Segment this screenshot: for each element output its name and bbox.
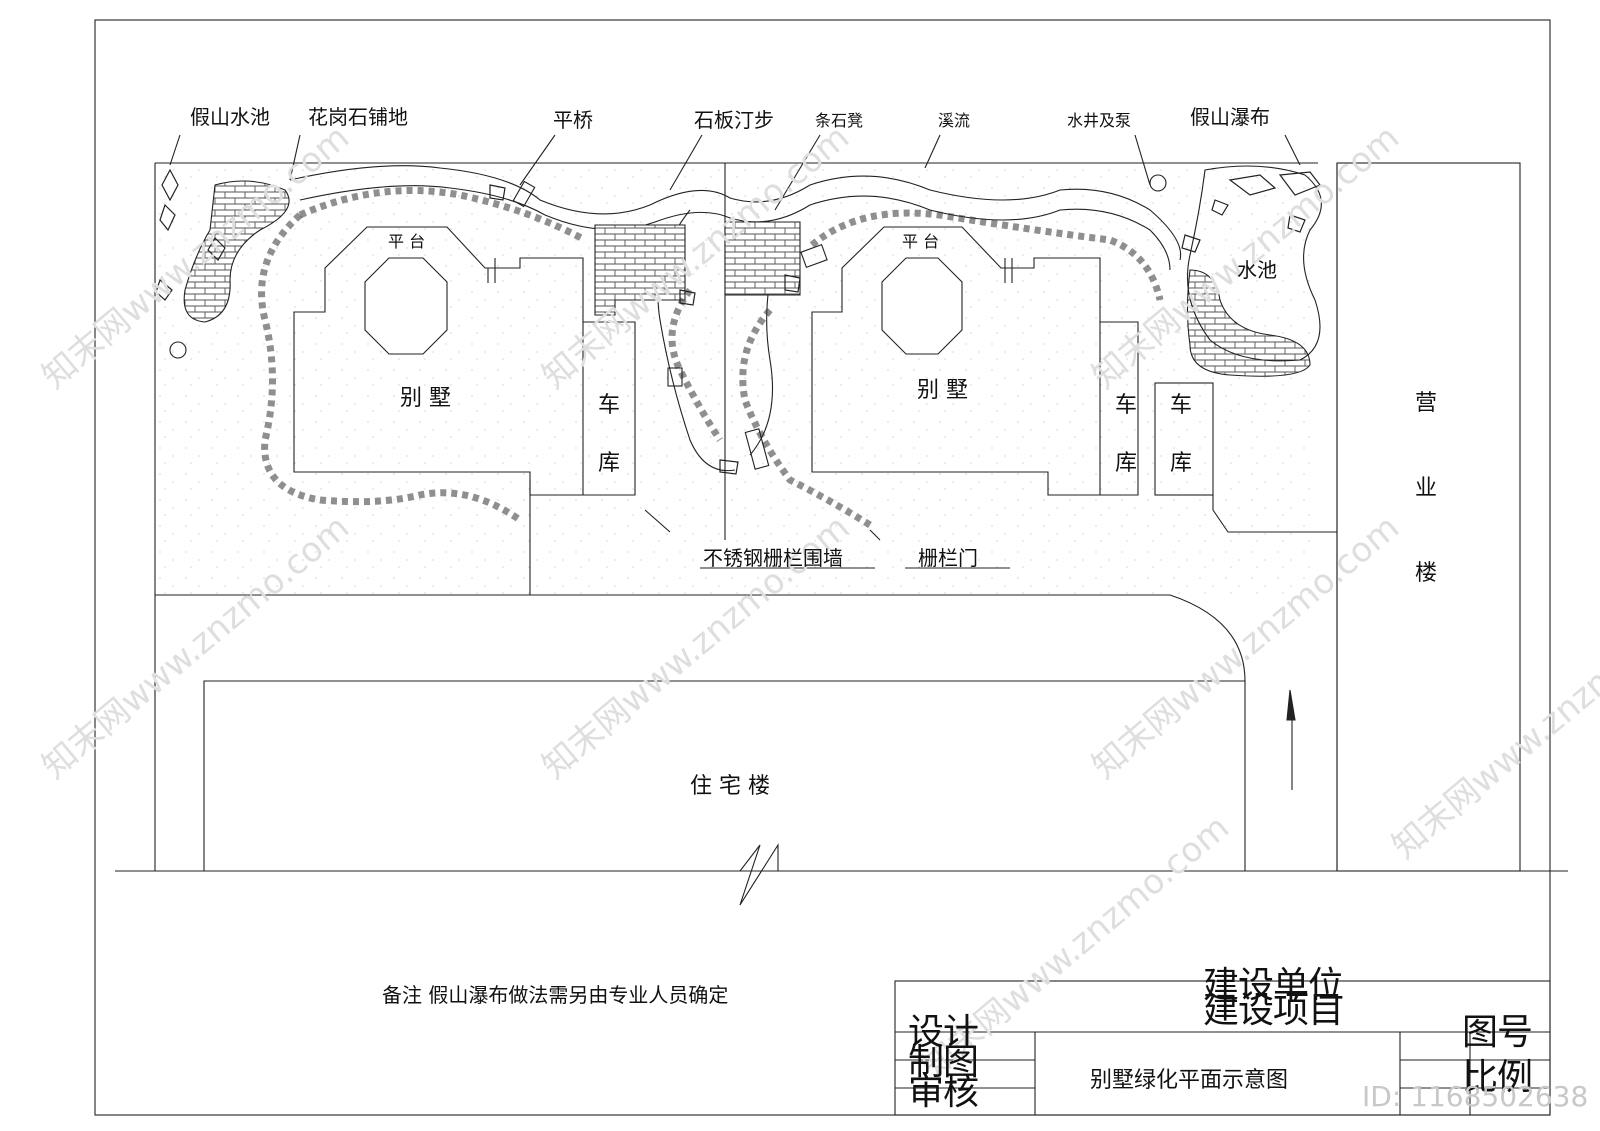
label-business-building: 营业楼 [1415, 391, 1438, 586]
title-design: 设计 [908, 1012, 979, 1053]
left-villa [293, 226, 636, 496]
sheet-frame [94, 19, 1551, 1116]
label-rockery-pond: 假山水池 [190, 105, 270, 129]
right-villa [811, 226, 1139, 496]
label-terrace-left: 平 台 [388, 232, 426, 251]
label-garage-2: 车库 [1115, 393, 1138, 476]
label-stepping-stones: 石板汀步 [694, 108, 774, 132]
image-id-watermark: ID: 1168502638 [1362, 1080, 1589, 1113]
pond [1187, 165, 1322, 362]
label-pond: 水池 [1237, 258, 1277, 282]
label-villa-left: 别 墅 [400, 386, 451, 411]
label-flat-bridge: 平桥 [553, 108, 593, 132]
label-terrace-right: 平 台 [902, 232, 940, 251]
label-residential: 住 宅 楼 [690, 774, 770, 799]
title-draw: 制图 [908, 1042, 979, 1083]
granite-paving [183, 180, 290, 323]
title-review: 审核 [908, 1072, 979, 1113]
drawing-note: 备注 假山瀑布做法需另由专业人员确定 [382, 983, 729, 1007]
title-scale: 比例 [1462, 1057, 1533, 1098]
title-block [894, 980, 1551, 1116]
stream [289, 165, 1182, 261]
label-garage-3: 车库 [1170, 393, 1193, 476]
label-stone-bench: 条石凳 [815, 111, 864, 130]
label-stream: 溪流 [938, 111, 971, 130]
title-builder: 建设单位 [1203, 965, 1344, 1006]
label-villa-right: 别 墅 [917, 378, 968, 403]
label-rockery-waterfall: 假山瀑布 [1190, 105, 1270, 129]
label-well-pump: 水井及泵 [1067, 111, 1132, 130]
label-steel-fence: 不锈钢栅栏围墙 [703, 546, 843, 570]
label-garage-1: 车库 [598, 393, 621, 476]
title-drawing-no: 图号 [1462, 1012, 1533, 1053]
label-fence-gate: 栅栏门 [918, 546, 978, 570]
title-project: 建设项目 [1203, 990, 1344, 1031]
drawing-title: 别墅绿化平面示意图 [1090, 1068, 1289, 1093]
label-granite-paving: 花岗石铺地 [308, 105, 408, 129]
